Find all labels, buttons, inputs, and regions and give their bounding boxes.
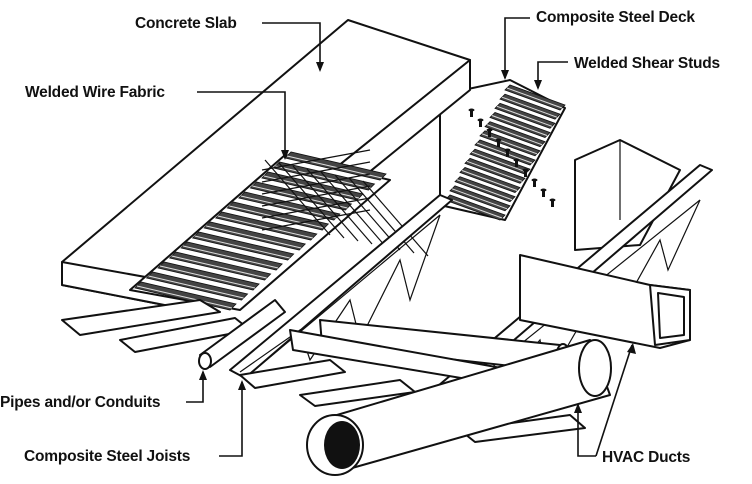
label-concrete-slab: Concrete Slab (135, 15, 324, 72)
svg-text:Composite Steel Joists: Composite Steel Joists (24, 448, 190, 465)
label-welded-wire-fabric: Welded Wire Fabric (25, 84, 289, 160)
label-pipes-conduits: Pipes and/or Conduits (0, 370, 207, 411)
svg-text:Concrete Slab: Concrete Slab (135, 15, 237, 32)
composite-steel-deck-rear (439, 79, 566, 221)
pipe-conduit-1 (198, 299, 286, 370)
bottom-chord-mid (239, 359, 346, 389)
hvac-duct-round (306, 339, 612, 476)
label-composite-steel-joists: Composite Steel Joists (24, 380, 246, 465)
hvac-duct-rect (519, 254, 691, 349)
svg-text:Welded Wire Fabric: Welded Wire Fabric (25, 84, 165, 101)
bottom-chord-right-2 (459, 414, 586, 443)
label-composite-steel-deck: Composite Steel Deck (501, 9, 696, 80)
welded-shear-studs (468, 108, 556, 207)
label-welded-shear-studs: Welded Shear Studs (534, 55, 720, 90)
svg-text:Composite Steel Deck: Composite Steel Deck (536, 9, 695, 26)
welded-wire-fabric (261, 149, 429, 257)
svg-text:Pipes and/or Conduits: Pipes and/or Conduits (0, 394, 160, 411)
bottom-chord-left (61, 299, 221, 336)
label-hvac-ducts: HVAC Ducts (574, 343, 690, 466)
svg-text:Welded Shear Studs: Welded Shear Studs (574, 55, 720, 72)
svg-text:HVAC Ducts: HVAC Ducts (602, 449, 690, 466)
